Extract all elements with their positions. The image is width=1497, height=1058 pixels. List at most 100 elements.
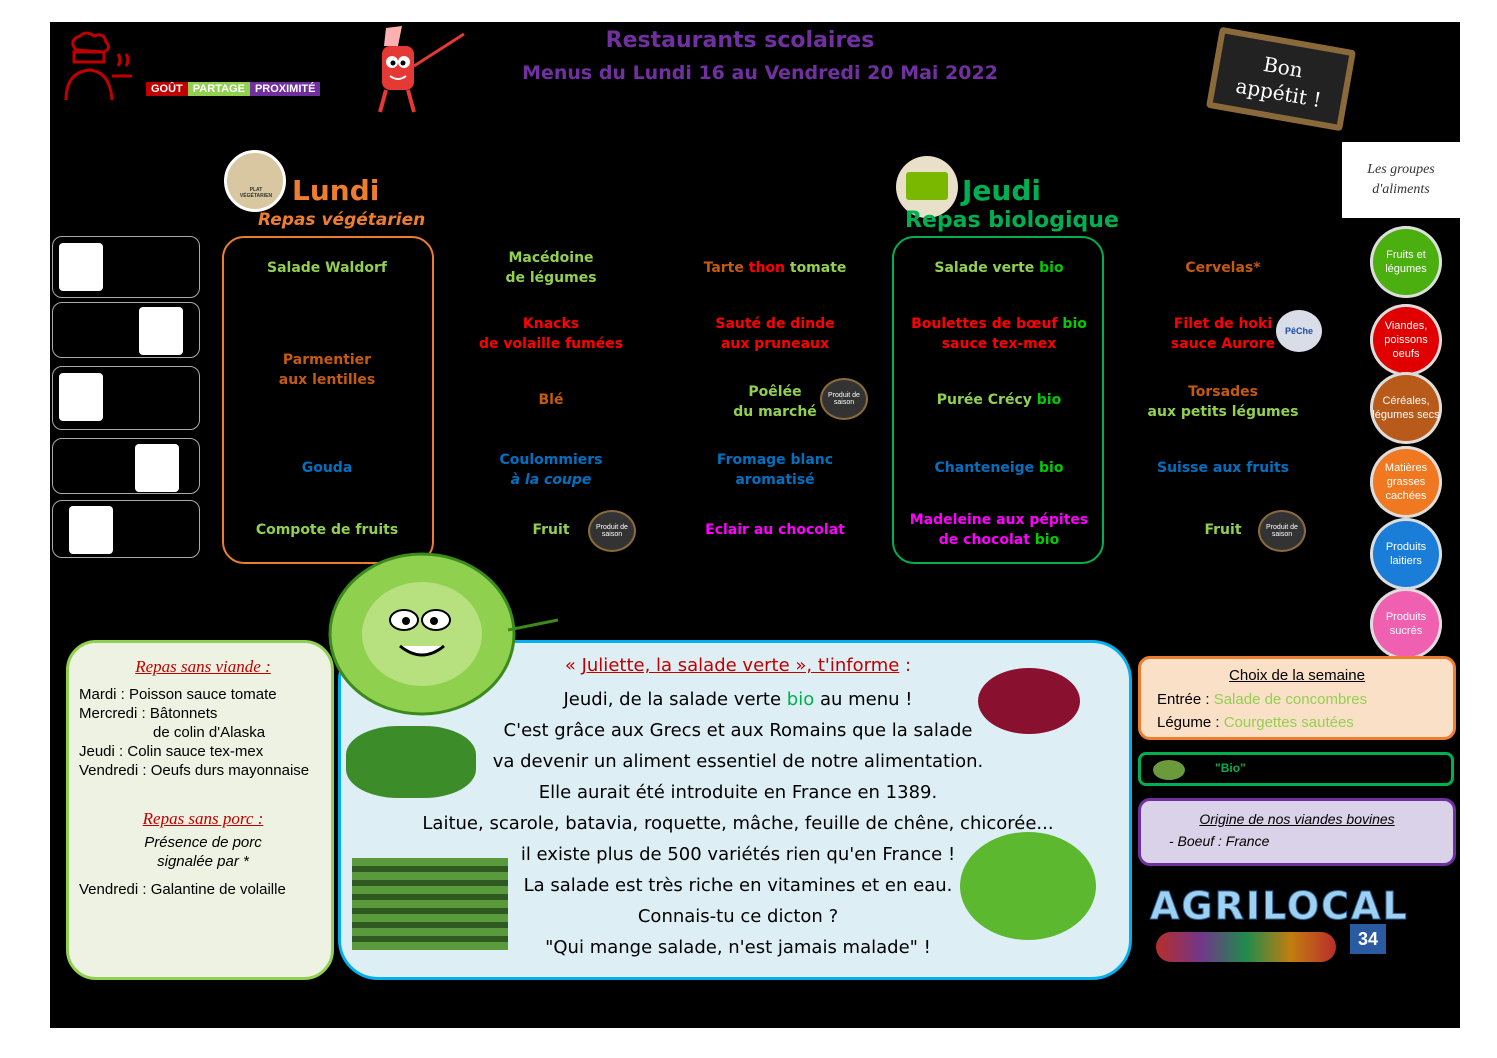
mardi-plat-line2: de volaille fumées [478, 336, 624, 352]
agrilocal-name: AGRILOCAL [1150, 884, 1409, 929]
mercredi-entree-b: thon [748, 260, 785, 276]
info-line-9: "Qui mange salade, n'est jamais malade" … [545, 937, 931, 958]
row-accompagnement [52, 366, 200, 430]
mercredi-laitier-line1: Fromage blanc [716, 452, 834, 468]
info-line-6: il existe plus de 500 variétés rien qu'e… [520, 844, 956, 865]
sans-porc-title: Repas sans porc : [142, 809, 264, 828]
sans-porc-vendredi: Vendredi : Galantine de volaille [79, 881, 286, 898]
info-line-8: Connais-tu ce dicton ? [637, 906, 839, 927]
jeudi-box [892, 236, 1104, 564]
mardi-laitier: Coulommiers à la coupe [446, 450, 656, 490]
mercredi-plat-line1: Sauté de dinde [715, 316, 835, 332]
info-line-3: va devenir un aliment essentiel de notre… [492, 751, 984, 772]
salad-mascot-icon [328, 552, 559, 716]
origine-viandes-panel: Origine de nos viandes bovines - Boeuf :… [1138, 798, 1456, 866]
mardi-plat: Knacks de volaille fumées [446, 314, 656, 354]
info-line-4: Elle aurait été introduite en France en … [538, 782, 938, 803]
vegetables-illustration [1156, 932, 1336, 962]
mardi-accompagnement: Blé [538, 392, 564, 408]
vendredi-accomp-line1: Torsades [1188, 384, 1258, 400]
origine-title: Origine de nos viandes bovines [1199, 811, 1395, 827]
info-line-7: La salade est très riche en vitamines et… [523, 875, 953, 896]
lundi-plat-line1: Parmentier [282, 352, 372, 368]
jeudi-dessert-line2: de chocolat bio [938, 532, 1060, 548]
page-title: Restaurants scolaires [605, 28, 875, 53]
produit-saison-badge: Produit de saison [588, 510, 636, 552]
pencil-mascot-icon [378, 26, 465, 113]
lettuce-field-image [352, 858, 508, 950]
row-plat [52, 302, 200, 358]
info-line-2: C'est grâce aux Grecs et aux Romains que… [503, 720, 973, 741]
mercredi-entree: Tarte thon tomate [670, 258, 880, 278]
agrilocal-number: 34 [1350, 924, 1386, 954]
info-line-5: Laitue, scarole, batavia, roquette, mâch… [422, 813, 1054, 834]
day-title-lundi: Lundi [292, 174, 380, 207]
sans-viande-title: Repas sans viande : [135, 657, 271, 676]
day-subtitle-jeudi: Repas biologique [905, 208, 1119, 233]
vendredi-plat: Filet de hoki sauce Aurore [1118, 314, 1328, 354]
sans-viande-list: Mardi : Poisson sauce tomate Mercredi : … [79, 686, 310, 779]
tagline-proximite: PROXIMITÉ [249, 82, 321, 96]
food-groups-title: Les groupes d'aliments [1342, 142, 1460, 218]
batavia-image [960, 832, 1096, 940]
sans-porc-note: Présence de porc signalée par * [144, 834, 262, 870]
mardi-entree: Macédoine de légumes [446, 248, 656, 288]
agrilocal-logo: AGRILOCAL 34 [1146, 880, 1456, 970]
produit-saison-badge: Produit de saison [820, 378, 868, 420]
bio-legend-label: "Bio" [1215, 761, 1246, 775]
jeudi-dessert: Madeleine aux pépites de chocolat bio [894, 510, 1104, 550]
mardi-laitier-line1: Coulommiers [499, 452, 603, 468]
mercredi-dessert: Eclair au chocolat [705, 522, 845, 538]
row-dessert [52, 500, 200, 558]
info-title: « Juliette, la salade verte », t'informe… [564, 655, 912, 676]
group-produits-laitiers: Produits laitiers [1370, 518, 1442, 590]
choix-semaine-panel: Choix de la semaine Entrée : Salade de c… [1138, 656, 1456, 740]
alternatives-panel: Repas sans viande : Mardi : Poisson sauc… [66, 640, 334, 980]
page-subtitle: Menus du Lundi 16 au Vendredi 20 Mai 202… [522, 62, 998, 84]
chef-serving-icon [59, 243, 103, 291]
produit-saison-badge: Produit de saison [1258, 510, 1306, 552]
mardi-laitier-line2: à la coupe [510, 472, 592, 488]
vendredi-laitier: Suisse aux fruits [1157, 460, 1289, 476]
jeudi-plat-line1: Boulettes de bœuf bio [911, 316, 1087, 332]
salad-bio-icon [1153, 760, 1185, 780]
jeudi-entree-a: Salade verte [934, 260, 1040, 276]
jeudi-laitier: Chanteneige bio [934, 460, 1064, 476]
group-fruits-legumes: Fruits et légumes [1370, 226, 1442, 298]
vendredi-accompagnement: Torsades aux petits légumes [1118, 382, 1328, 422]
bio-logo-icon [896, 156, 958, 218]
radicchio-image [978, 668, 1080, 734]
lundi-dessert: Compote de fruits [255, 522, 399, 538]
group-produits-sucres: Produits sucrés [1370, 588, 1442, 660]
lundi-plat-line2: aux lentilles [278, 372, 376, 388]
jeudi-accompagnement: Purée Crécy bio [936, 392, 1062, 408]
jeudi-entree-b: bio [1039, 260, 1064, 276]
choix-legume: Légume : Courgettes sautées [1157, 714, 1354, 731]
chef-dessert-icon [69, 506, 113, 554]
day-subtitle-lundi: Repas végétarien [258, 210, 426, 230]
group-matieres-grasses: Matières grasses cachées [1370, 446, 1442, 518]
mardi-dessert: Fruit [532, 522, 570, 538]
choix-entree: Entrée : Salade de concombres [1157, 691, 1368, 708]
mercredi-entree-a: Tarte [703, 260, 749, 276]
day-title-jeudi: Jeudi [962, 174, 1041, 207]
vegetarian-plate-icon: PLAT VÉGÉTARIEN [224, 150, 286, 212]
mardi-entree-line1: Macédoine [508, 250, 594, 266]
lundi-entree: Salade Waldorf [267, 260, 387, 276]
tagline-gout: GOÛT [146, 82, 188, 96]
vendredi-dessert: Fruit [1204, 522, 1242, 538]
chef-pot-icon [59, 373, 103, 421]
lundi-plat: Parmentier aux lentilles [222, 350, 432, 390]
info-line-1: Jeudi, de la salade verte bio au menu ! [563, 689, 913, 710]
mercredi-laitier: Fromage blanc aromatisé [670, 450, 880, 490]
peche-logo-icon: PêChe [1276, 310, 1322, 352]
chef-cooking-icon [139, 307, 183, 355]
row-laitier [52, 438, 200, 494]
jeudi-dessert-line1: Madeleine aux pépites [909, 512, 1089, 528]
mercredi-accompagnement: Poêlée du marché [670, 382, 880, 422]
mercredi-entree-c: tomate [785, 260, 847, 276]
mardi-plat-line1: Knacks [522, 316, 580, 332]
lundi-laitier: Gouda [301, 460, 353, 476]
chef-logo-icon [64, 31, 132, 101]
tagline: GOÛT PARTAGE PROXIMITÉ [146, 82, 321, 96]
